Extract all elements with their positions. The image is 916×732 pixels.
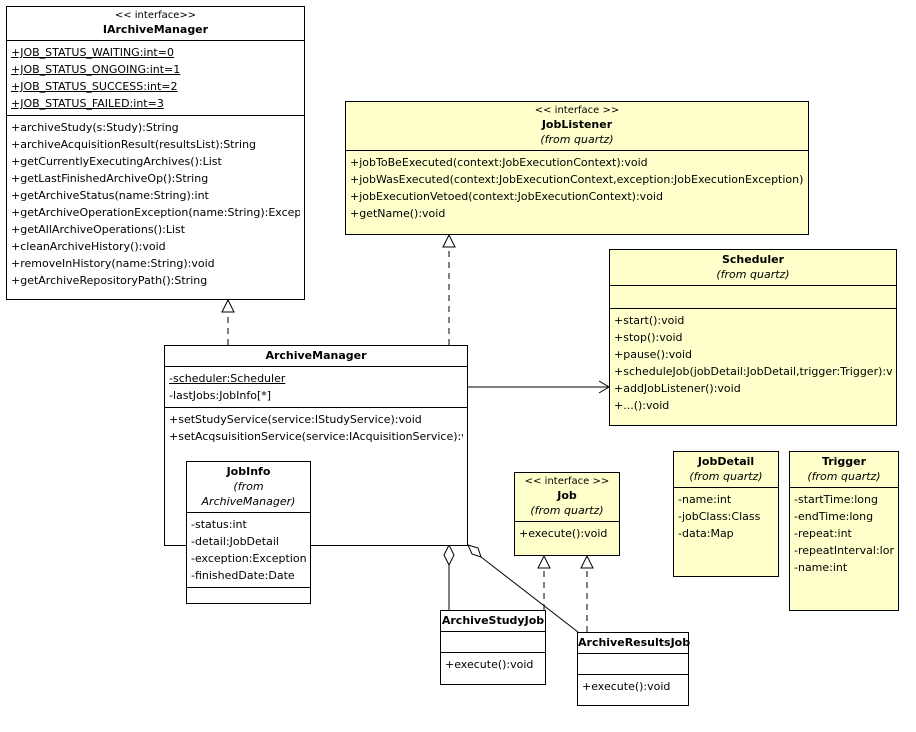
- job-package: (from quartz): [530, 504, 604, 517]
- attribute: -scheduler:Scheduler: [169, 372, 286, 385]
- attribute: +JOB_STATUS_ONGOING:int=1: [11, 63, 181, 76]
- iarchivemanager-stereotype: << interface>>: [114, 10, 197, 21]
- aggregation-diamond-resultsjob: [467, 544, 482, 558]
- operation: +pause():void: [614, 348, 692, 361]
- jobinfo-class[interactable]: JobInfo (from ArchiveManager) -status:in…: [186, 461, 311, 604]
- archiveresultsjob-name: ArchiveResultsJob: [578, 636, 691, 649]
- operation: +addJobListener():void: [614, 382, 741, 395]
- operation: +stop():void: [614, 331, 683, 344]
- iarchivemanager-class[interactable]: << interface>> IArchiveManager +JOB_STAT…: [6, 6, 305, 300]
- job-name: Job: [557, 489, 577, 502]
- attribute: -data:Map: [678, 527, 734, 540]
- operation: +archiveStudy(s:Study):String: [11, 121, 179, 134]
- aggregation-line-resultsjob: [480, 556, 579, 633]
- attribute: -name:int: [678, 493, 732, 506]
- job-stereotype: << interface >>: [524, 476, 610, 487]
- attribute: -exception:Exception: [191, 552, 306, 565]
- operation: +archiveAcquisitionResult(resultsList):S…: [11, 138, 257, 151]
- attribute: -jobClass:Class: [678, 510, 761, 523]
- scheduler-package: (from quartz): [716, 268, 790, 281]
- archivestudyjob-operations: +execute():void: [441, 653, 545, 676]
- attribute: -repeat:int: [794, 527, 852, 540]
- jobinfo-operations: [187, 588, 310, 608]
- joblistener-stereotype: << interface >>: [534, 105, 620, 116]
- jobdetail-class[interactable]: JobDetail (from quartz) -name:int -jobCl…: [673, 451, 779, 577]
- archivestudyjob-name: ArchiveStudyJob: [441, 614, 545, 627]
- attribute: +JOB_STATUS_SUCCESS:int=2: [11, 80, 178, 93]
- jobinfo-package: (from ArchiveManager): [201, 480, 296, 508]
- archivemanager-name: ArchiveManager: [265, 349, 367, 362]
- attribute: -endTime:long: [794, 510, 874, 523]
- attribute: -detail:JobDetail: [191, 535, 279, 548]
- operation: +...():void: [614, 399, 670, 412]
- attribute: -name:int: [794, 561, 848, 574]
- aggregation-diamond-studyjob: [443, 543, 455, 567]
- operation: +setAcqsuisitionService(service:IAcquisi…: [169, 430, 463, 443]
- archivestudyjob-class[interactable]: ArchiveStudyJob +execute():void: [440, 610, 546, 685]
- jobdetail-name: JobDetail: [697, 455, 755, 468]
- realization-arrowhead-joblistener: [442, 233, 456, 248]
- operation: +getArchiveStatus(name:String):int: [11, 189, 209, 202]
- archivemanager-attributes: -scheduler:Scheduler -lastJobs:JobInfo[*…: [165, 367, 467, 408]
- archivestudyjob-attributes: [441, 632, 545, 653]
- trigger-attributes: -startTime:long -endTime:long -repeat:in…: [790, 488, 898, 579]
- trigger-package: (from quartz): [807, 470, 881, 483]
- trigger-class[interactable]: Trigger (from quartz) -startTime:long -e…: [789, 451, 899, 611]
- operation: +getLastFinishedArchiveOp():String: [11, 172, 209, 185]
- operation: +getCurrentlyExecutingArchives():List: [11, 155, 222, 168]
- operation: +execute():void: [519, 527, 608, 540]
- operation: +removeInHistory(name:String):void: [11, 257, 215, 270]
- operation: +setStudyService(service:IStudyService):…: [169, 413, 422, 426]
- archivemanager-operations: +setStudyService(service:IStudyService):…: [165, 408, 467, 448]
- joblistener-operations: +jobToBeExecuted(context:JobExecutionCon…: [346, 151, 808, 225]
- jobdetail-attributes: -name:int -jobClass:Class -data:Map: [674, 488, 778, 545]
- attribute: -lastJobs:JobInfo[*]: [169, 389, 272, 402]
- operation: +scheduleJob(jobDetail:JobDetail,trigger…: [614, 365, 892, 378]
- iarchivemanager-operations: +archiveStudy(s:Study):String +archiveAc…: [7, 116, 304, 292]
- joblistener-name: JobListener: [541, 118, 613, 131]
- scheduler-name: Scheduler: [721, 253, 785, 266]
- operation: +getArchiveRepositoryPath():String: [11, 274, 208, 287]
- joblistener-class[interactable]: << interface >> JobListener (from quartz…: [345, 101, 809, 235]
- attribute: -status:int: [191, 518, 247, 531]
- scheduler-operations: +start():void +stop():void +pause():void…: [610, 309, 896, 417]
- job-class[interactable]: << interface >> Job (from quartz) +execu…: [514, 472, 620, 556]
- attribute: +JOB_STATUS_WAITING:int=0: [11, 46, 174, 59]
- attribute: -finishedDate:Date: [191, 569, 295, 582]
- jobinfo-name: JobInfo: [226, 465, 271, 478]
- archiveresultsjob-attributes: [578, 654, 688, 675]
- realization-arrowhead-studyjob-job: [537, 554, 551, 569]
- operation: +jobToBeExecuted(context:JobExecutionCon…: [350, 156, 648, 169]
- jobinfo-attributes: -status:int -detail:JobDetail -exception…: [187, 513, 310, 588]
- attribute: -repeatInterval:long: [794, 544, 894, 557]
- scheduler-class[interactable]: Scheduler (from quartz) +start():void +s…: [609, 249, 897, 426]
- operation: +cleanArchiveHistory():void: [11, 240, 166, 253]
- scheduler-attributes: [610, 286, 896, 309]
- operation: +execute():void: [445, 658, 534, 671]
- operation: +getName():void: [350, 207, 446, 220]
- attribute: -startTime:long: [794, 493, 878, 506]
- operation: +execute():void: [582, 680, 671, 693]
- joblistener-package: (from quartz): [540, 133, 614, 146]
- iarchivemanager-name: IArchiveManager: [102, 23, 209, 36]
- archiveresultsjob-class[interactable]: ArchiveResultsJob +execute():void: [577, 632, 691, 706]
- trigger-name: Trigger: [821, 455, 867, 468]
- jobdetail-package: (from quartz): [689, 470, 763, 483]
- realization-arrowhead-iarchivemanager: [221, 298, 235, 313]
- operation: +start():void: [614, 314, 685, 327]
- iarchivemanager-attributes: +JOB_STATUS_WAITING:int=0 +JOB_STATUS_ON…: [7, 41, 304, 116]
- attribute: +JOB_STATUS_FAILED:int=3: [11, 97, 164, 110]
- operation: +getAllArchiveOperations():List: [11, 223, 186, 236]
- realization-arrowhead-resultsjob-job: [580, 554, 594, 569]
- job-operations: +execute():void: [515, 522, 619, 545]
- operation: +jobWasExecuted(context:JobExecutionCont…: [350, 173, 804, 186]
- archiveresultsjob-operations: +execute():void: [578, 675, 688, 698]
- operation: +getArchiveOperationException(name:Strin…: [11, 206, 300, 219]
- operation: +jobExecutionVetoed(context:JobExecution…: [350, 190, 663, 203]
